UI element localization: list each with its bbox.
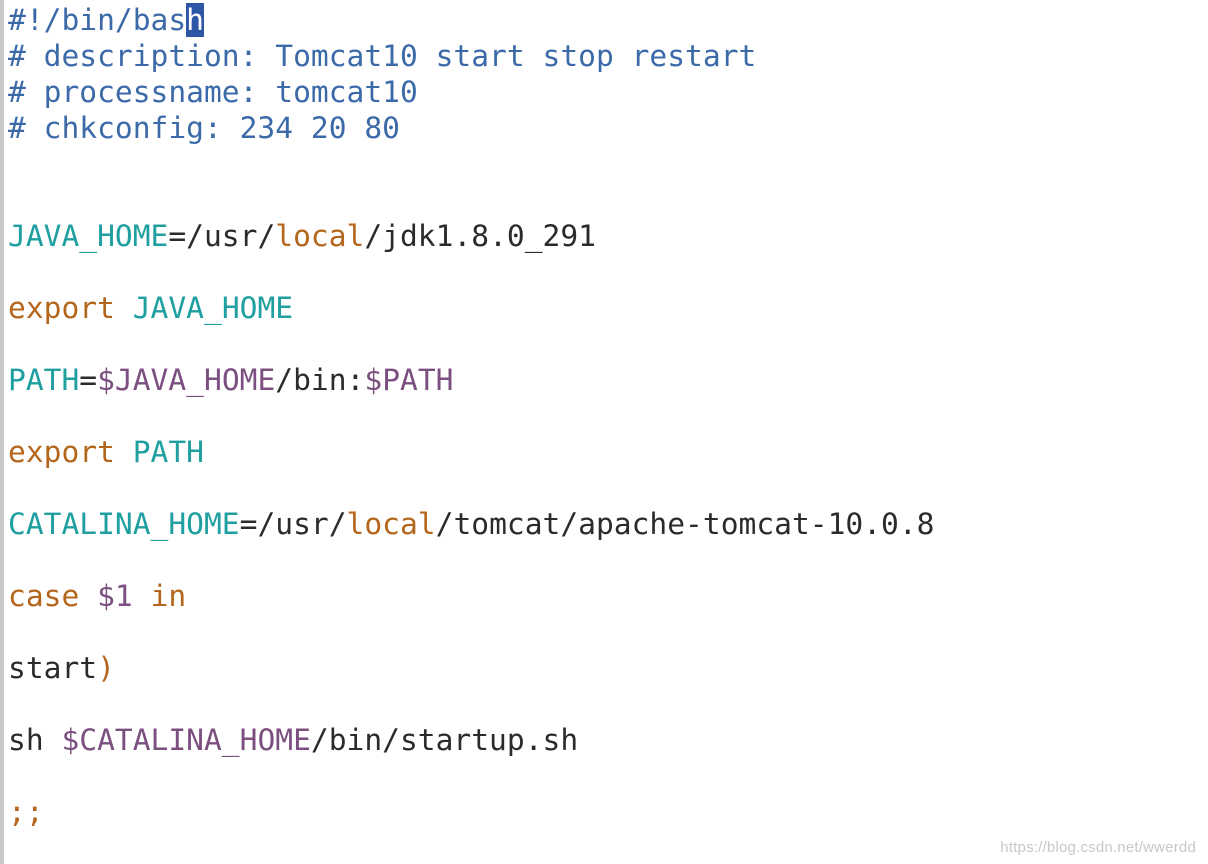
code-token-keyword: local: [275, 219, 365, 253]
code-area[interactable]: #!/bin/bash# description: Tomcat10 start…: [8, 2, 1208, 830]
code-token-plain: /jdk1.8.0_291: [364, 219, 596, 253]
code-token-expansion: $JAVA_HOME: [97, 363, 276, 397]
code-line[interactable]: JAVA_HOME=/usr/local/jdk1.8.0_291: [8, 218, 1208, 254]
code-token-keyword: ): [97, 651, 115, 685]
code-token-keyword: export: [8, 435, 115, 469]
code-token-variable: PATH: [8, 363, 80, 397]
code-line[interactable]: start): [8, 650, 1208, 686]
code-line[interactable]: [8, 182, 1208, 218]
code-line[interactable]: # processname: tomcat10: [8, 74, 1208, 110]
code-token-comment: #!/bin/bas: [8, 3, 187, 37]
code-token-plain: =/usr/: [168, 219, 276, 253]
text-cursor: h: [186, 3, 204, 37]
code-line[interactable]: [8, 614, 1208, 650]
code-line[interactable]: [8, 470, 1208, 506]
code-token-comment: # chkconfig: 234 20 80: [8, 111, 400, 145]
code-line[interactable]: # chkconfig: 234 20 80: [8, 110, 1208, 146]
code-token-plain: =: [79, 363, 98, 397]
code-token-expansion: $PATH: [364, 363, 454, 397]
code-line[interactable]: [8, 326, 1208, 362]
code-token-plain: /tomcat/apache-tomcat-10.0.8: [435, 507, 935, 541]
code-token-plain: /bin/startup.sh: [310, 723, 579, 757]
code-line[interactable]: sh $CATALINA_HOME/bin/startup.sh: [8, 722, 1208, 758]
code-token-plain: [79, 579, 97, 613]
code-line[interactable]: CATALINA_HOME=/usr/local/tomcat/apache-t…: [8, 506, 1208, 542]
code-line[interactable]: #!/bin/bash: [8, 2, 1208, 38]
code-token-plain: [133, 579, 151, 613]
code-token-keyword: local: [346, 507, 436, 541]
code-token-plain: =/usr/: [239, 507, 347, 541]
code-token-plain: sh: [8, 723, 62, 757]
code-token-plain: /bin:: [275, 363, 365, 397]
code-token-expansion: $1: [97, 579, 133, 613]
watermark: https://blog.csdn.net/wwerdd: [1000, 839, 1196, 856]
code-line[interactable]: PATH=$JAVA_HOME/bin:$PATH: [8, 362, 1208, 398]
code-line[interactable]: case $1 in: [8, 578, 1208, 614]
code-line[interactable]: export PATH: [8, 434, 1208, 470]
code-token-keyword: export: [8, 291, 115, 325]
code-token-variable: PATH: [132, 435, 205, 469]
code-token-variable: JAVA_HOME: [8, 219, 169, 253]
code-token-keyword: ;;: [8, 795, 44, 829]
code-token-keyword: case: [8, 579, 80, 613]
code-line[interactable]: export JAVA_HOME: [8, 290, 1208, 326]
code-token-variable: CATALINA_HOME: [8, 507, 240, 541]
code-token-variable: JAVA_HOME: [132, 291, 294, 325]
code-line[interactable]: [8, 146, 1208, 182]
code-token-keyword: in: [150, 579, 187, 613]
code-token-expansion: $CATALINA_HOME: [61, 723, 311, 757]
code-line[interactable]: [8, 398, 1208, 434]
code-token-plain: start: [8, 651, 98, 685]
code-line[interactable]: [8, 686, 1208, 722]
code-token-comment: # description: Tomcat10 start stop resta…: [8, 39, 757, 73]
code-token-comment: # processname: tomcat10: [8, 75, 418, 109]
code-line[interactable]: [8, 542, 1208, 578]
code-token-plain: [115, 435, 133, 469]
code-token-plain: [115, 291, 133, 325]
code-line[interactable]: # description: Tomcat10 start stop resta…: [8, 38, 1208, 74]
code-line[interactable]: [8, 758, 1208, 794]
code-line[interactable]: ;;: [8, 794, 1208, 830]
code-line[interactable]: [8, 254, 1208, 290]
